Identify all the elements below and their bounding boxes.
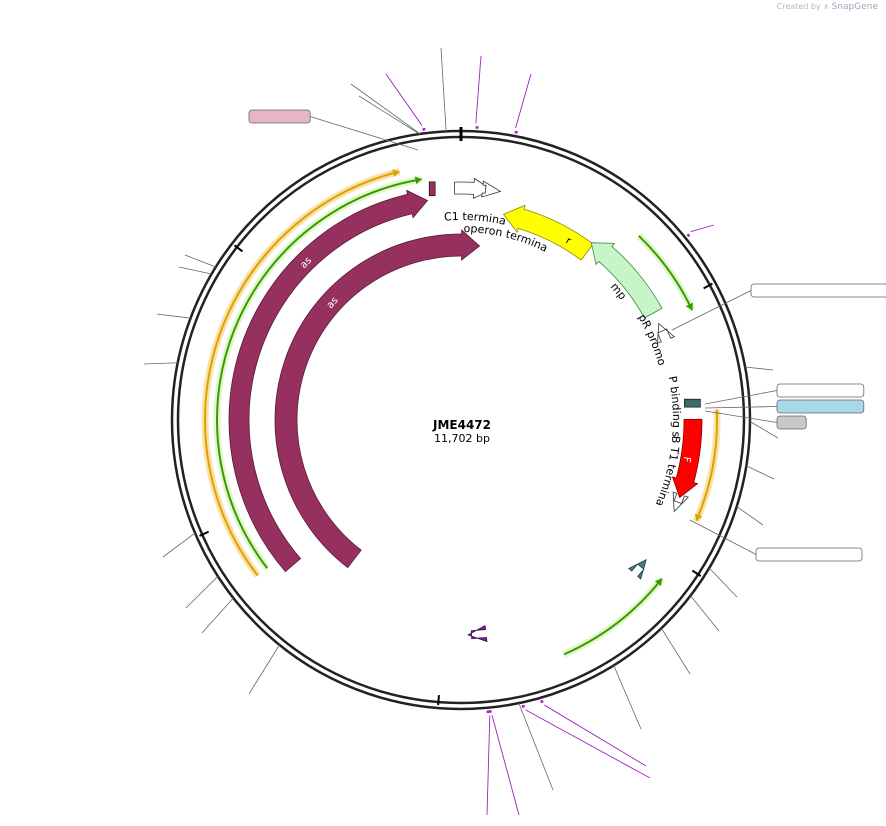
primer-leader-line: [491, 715, 520, 816]
cut-leader-line: [745, 366, 774, 371]
box-leader-line: [704, 410, 778, 423]
rrnb-terminator-arrow: [672, 491, 689, 513]
primer-leader-line: [515, 73, 532, 129]
orf-arc-outer: [204, 170, 400, 577]
cas9-inner-arrow: [274, 229, 481, 569]
plasmid-length: 11,702 bp: [434, 432, 490, 445]
orf-arc-lower-head: [654, 578, 662, 587]
ori-label-text: ori: [0, 0, 573, 247]
cut-leader-line: [358, 95, 420, 135]
orf-arc-rfp: [695, 409, 718, 522]
backbone: [170, 127, 752, 711]
feature-box: [755, 547, 863, 562]
orf-arc-inner-head: [414, 176, 422, 185]
orf-arc-lower: [563, 577, 663, 656]
mrfp1-arrow: [671, 418, 703, 499]
cap-binding-label-text: CAP binding site: [0, 0, 683, 438]
cut-leader-line: [248, 644, 280, 695]
cut-leader-line: [178, 266, 212, 275]
orf-arc-lower-glow: [562, 576, 665, 658]
primer-mark: [514, 130, 518, 134]
primer-leader-line: [486, 715, 491, 816]
ori-arrow: [502, 204, 594, 261]
box-leader-line: [704, 390, 778, 405]
orf-arc-inner: [216, 178, 422, 569]
cut-leader-line: [185, 576, 219, 609]
m13-fwd-arrow: [467, 624, 488, 643]
his-terminator-arrow: [481, 180, 502, 198]
primer-leader-line: [385, 73, 423, 126]
cut-leader-line: [708, 567, 738, 598]
watermark-brand: SnapGene: [831, 2, 878, 12]
primer-leader-line: [690, 224, 715, 233]
box-leader-line: [704, 406, 778, 409]
ampr-promoter-arrow: [657, 322, 676, 344]
feature-box: [776, 415, 807, 430]
tick-mark: [437, 695, 440, 706]
primer-mark: [686, 233, 691, 238]
tick-mark: [703, 282, 713, 290]
cut-leader-line: [156, 313, 191, 319]
watermark: Created by ∧ SnapGene: [777, 2, 878, 12]
orf-arc-amp-head: [685, 302, 694, 311]
primer-leader-line: [525, 709, 651, 779]
cut-leader-line: [690, 595, 720, 632]
label-layer: [143, 47, 886, 816]
lac-operator-mark: [684, 398, 701, 408]
tick-mark: [691, 569, 702, 577]
ampr-arrow: [590, 242, 663, 319]
watermark-prefix: Created by: [776, 2, 821, 11]
primer-mark: [521, 704, 525, 708]
cut-leader-line: [736, 506, 764, 526]
feature-box: [750, 283, 886, 298]
feature-box: [776, 399, 865, 414]
box-leader-line: [671, 290, 752, 331]
cut-leader-line: [746, 465, 775, 480]
cut-leader-line: [440, 47, 447, 132]
cas9-outer-arrow: [228, 189, 429, 573]
sv40-nls-mark: [428, 181, 436, 197]
cut-leader-line: [350, 83, 421, 135]
orf-arc-rfp-head: [695, 513, 703, 521]
plasmid-name: JME4472: [432, 418, 491, 432]
orf-arc-outer-head: [392, 169, 400, 177]
orf-arc-amp: [638, 235, 694, 311]
tick-mark: [233, 244, 244, 253]
cut-leader-line: [749, 421, 779, 439]
primer-mark: [540, 700, 544, 704]
cut-leader-line: [518, 703, 554, 791]
loxp-arrow: [628, 559, 647, 580]
cut-leader-line: [162, 532, 196, 558]
snapgene-logo-icon: ∧: [823, 2, 830, 11]
tick-mark: [199, 530, 210, 537]
box-leader-line: [310, 116, 419, 151]
cap-binding-label: CAP binding site: [0, 0, 683, 438]
cas9-outer-label: Cas9: [0, 0, 314, 271]
ori-label: ori: [0, 0, 573, 247]
cut-leader-line: [184, 254, 217, 268]
cas9-outer-label-text: Cas9: [0, 0, 314, 271]
cut-leader-line: [613, 665, 642, 730]
primer-leader-line: [475, 55, 482, 124]
feature-box: [776, 383, 865, 398]
cut-leader-line: [201, 597, 234, 634]
primer-leader-line: [544, 704, 647, 767]
feature-box: [248, 109, 311, 124]
cut-leader-line: [661, 628, 691, 675]
feature-layer: oriCYC1 terminatorhis operon terminatorA…: [0, 0, 721, 658]
cut-leader-line: [143, 362, 178, 365]
box-leader-line: [689, 519, 757, 555]
